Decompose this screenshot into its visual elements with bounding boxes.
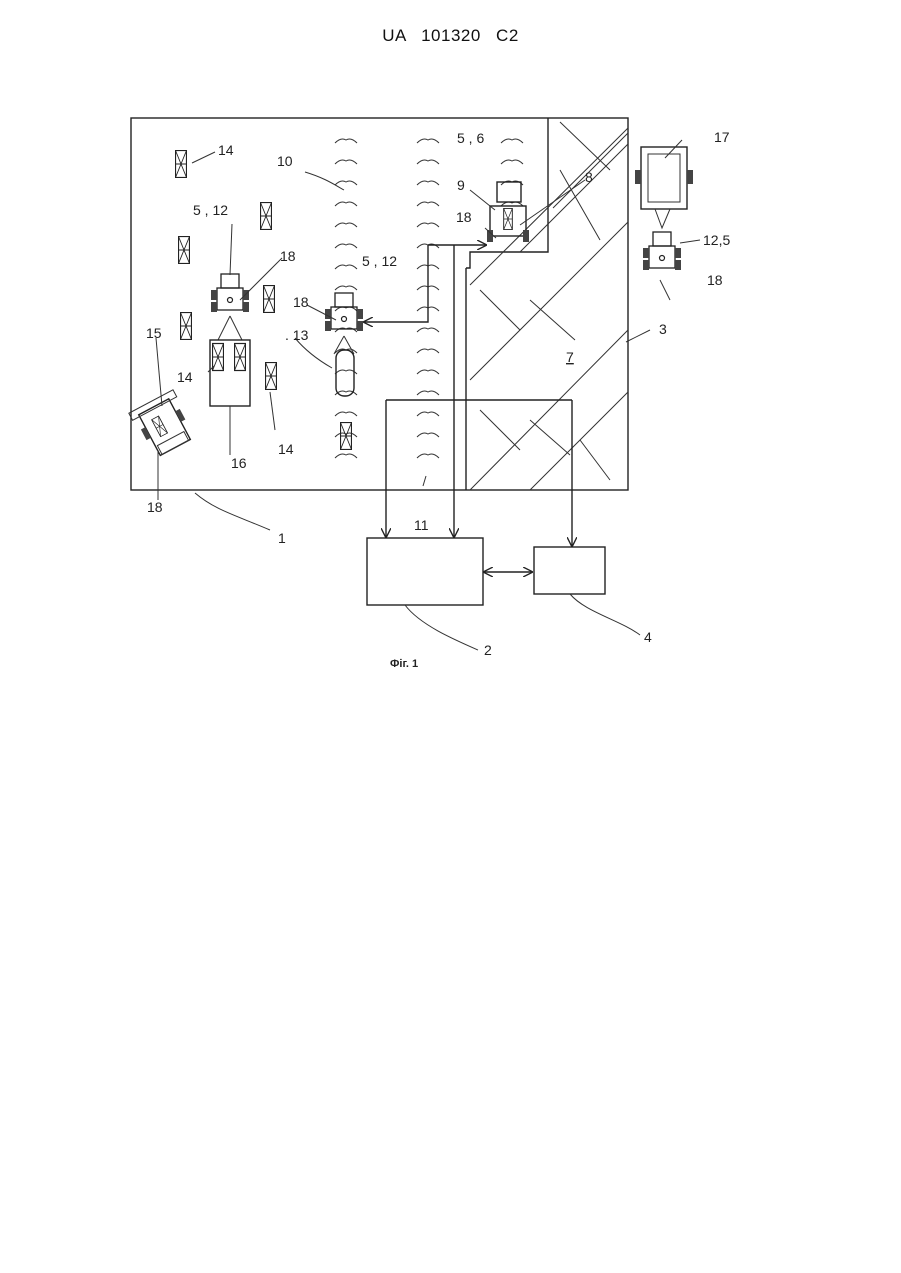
label-4: 4 xyxy=(644,629,652,645)
crop-plant-mark xyxy=(501,160,523,164)
label-7: 7 xyxy=(566,349,574,365)
control-unit-box-2 xyxy=(367,538,483,605)
crop-plant-mark xyxy=(335,244,357,248)
label-12-5: 12,5 xyxy=(703,232,730,248)
label-16: 16 xyxy=(231,455,247,471)
crop-plant-mark xyxy=(501,139,523,143)
label-17: 17 xyxy=(714,129,730,145)
label-18-top-tractor: 18 xyxy=(456,209,472,225)
crop-plant-mark xyxy=(417,454,439,458)
label-18-left-tractor: 18 xyxy=(280,248,296,264)
label-3: 3 xyxy=(659,321,667,337)
signal-lines xyxy=(364,245,572,572)
crop-plant-mark xyxy=(417,391,439,395)
label-18-right-tractor: 18 xyxy=(707,272,723,288)
crop-plant-mark xyxy=(335,454,357,458)
storage-area-7 xyxy=(466,118,628,490)
crop-plant-mark xyxy=(335,412,357,416)
crop-plant-mark xyxy=(335,286,357,290)
transport-vehicle-17 xyxy=(635,147,693,270)
label-11: 11 xyxy=(414,517,429,533)
label-5-12-left: 5 , 12 xyxy=(193,202,228,218)
label-18-harvester: 18 xyxy=(147,499,163,515)
crop-plant-mark xyxy=(335,223,357,227)
crop-plant-mark xyxy=(417,433,439,437)
label-5-12-center: 5 , 12 xyxy=(362,253,397,269)
label-14-left: 14 xyxy=(177,369,193,385)
tractor-center-with-implement xyxy=(325,293,363,396)
processing-box-4 xyxy=(534,547,605,594)
label-10: 10 xyxy=(277,153,293,169)
crop-plant-mark xyxy=(417,202,439,206)
tractor-left-with-trailer xyxy=(210,274,250,406)
figure-caption: Фіг. 1 xyxy=(390,658,418,670)
field-boundary xyxy=(131,118,628,490)
crop-plant-mark xyxy=(417,370,439,374)
crop-plant-mark xyxy=(335,181,357,185)
label-13: . 13 xyxy=(285,327,309,343)
crop-plant-mark xyxy=(417,160,439,164)
leader-lines xyxy=(156,140,700,650)
label-1: 1 xyxy=(278,530,286,546)
label-5-6: 5 , 6 xyxy=(457,130,484,146)
crop-plant-mark xyxy=(335,160,357,164)
crop-plant-mark xyxy=(417,139,439,143)
label-8: 8 xyxy=(585,169,593,185)
label-15: 15 xyxy=(146,325,162,341)
label-18-center-tractor: 18 xyxy=(293,294,309,310)
crates xyxy=(176,151,352,450)
crop-plant-mark xyxy=(417,181,439,185)
crop-plant-mark xyxy=(335,202,357,206)
crop-plant-mark xyxy=(417,328,439,332)
label-9: 9 xyxy=(457,177,465,193)
harvester-15 xyxy=(129,390,198,459)
crop-plant-mark xyxy=(335,265,357,269)
crop-rows xyxy=(335,139,523,458)
label-14-bottom: 14 xyxy=(278,441,294,457)
crop-plant-mark xyxy=(417,223,439,227)
label-14-top: 14 xyxy=(218,142,234,158)
crop-plant-mark xyxy=(417,349,439,353)
crop-plant-mark xyxy=(335,139,357,143)
crop-plant-mark xyxy=(417,412,439,416)
label-2: 2 xyxy=(484,642,492,658)
